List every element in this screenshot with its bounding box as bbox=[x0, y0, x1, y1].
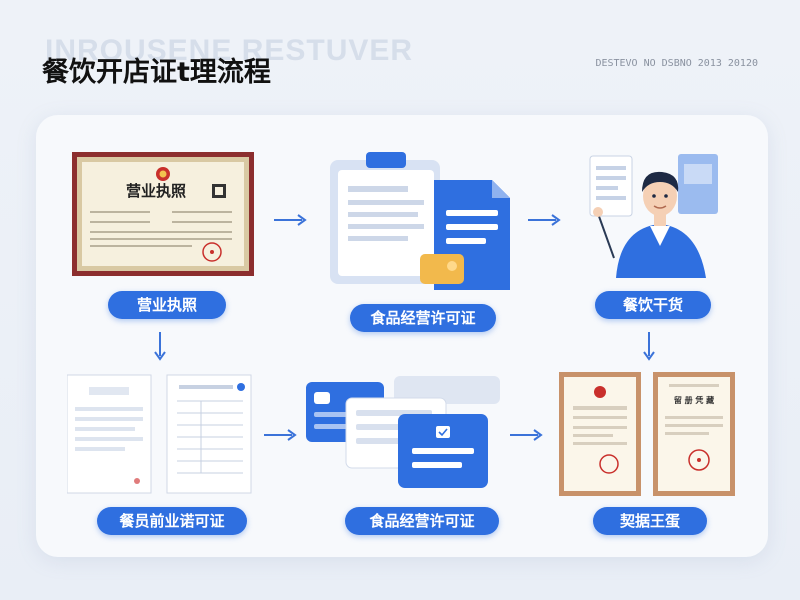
arrow-down-icon bbox=[643, 332, 655, 361]
employee-forms-illustration bbox=[67, 374, 252, 494]
arrow-right-icon bbox=[528, 214, 561, 226]
certificate-heading: 留 册 凭 藏 bbox=[674, 395, 714, 405]
arrow-right-icon bbox=[264, 429, 297, 441]
page-title: 餐饮开店证t理流程 bbox=[42, 57, 271, 88]
step-label-catering: 餐饮干货 bbox=[595, 291, 711, 319]
license-heading: 营业执照 bbox=[126, 182, 186, 200]
header-subtext: DESTEVO NO DSBNO 2013 20120 bbox=[595, 58, 758, 69]
step-label-business-license: 营业执照 bbox=[108, 291, 226, 319]
step-label-food-permit-bottom: 食品经营许可证 bbox=[345, 507, 499, 535]
step-label-final-certificate: 契据王蛋 bbox=[593, 507, 707, 535]
arrow-down-icon bbox=[154, 332, 166, 361]
background-watermark: INROUSENE RESTUVER bbox=[45, 34, 414, 67]
official-seal-icon bbox=[688, 449, 710, 471]
step-label-employee-permit: 餐员前业诺可证 bbox=[97, 507, 247, 535]
food-permit-apps-illustration bbox=[306, 376, 500, 488]
id-card-icon bbox=[420, 254, 464, 284]
business-license-illustration: 营业执照 bbox=[72, 152, 254, 276]
arrow-right-icon bbox=[274, 214, 307, 226]
presenter-illustration bbox=[589, 154, 718, 278]
checklist-icon bbox=[398, 414, 488, 488]
arrow-right-icon bbox=[510, 429, 543, 441]
food-permit-documents-illustration bbox=[330, 152, 510, 290]
framed-certificates-illustration: 留 册 凭 藏 bbox=[559, 372, 735, 496]
step-label-food-permit-top: 食品经营许可证 bbox=[350, 304, 496, 332]
